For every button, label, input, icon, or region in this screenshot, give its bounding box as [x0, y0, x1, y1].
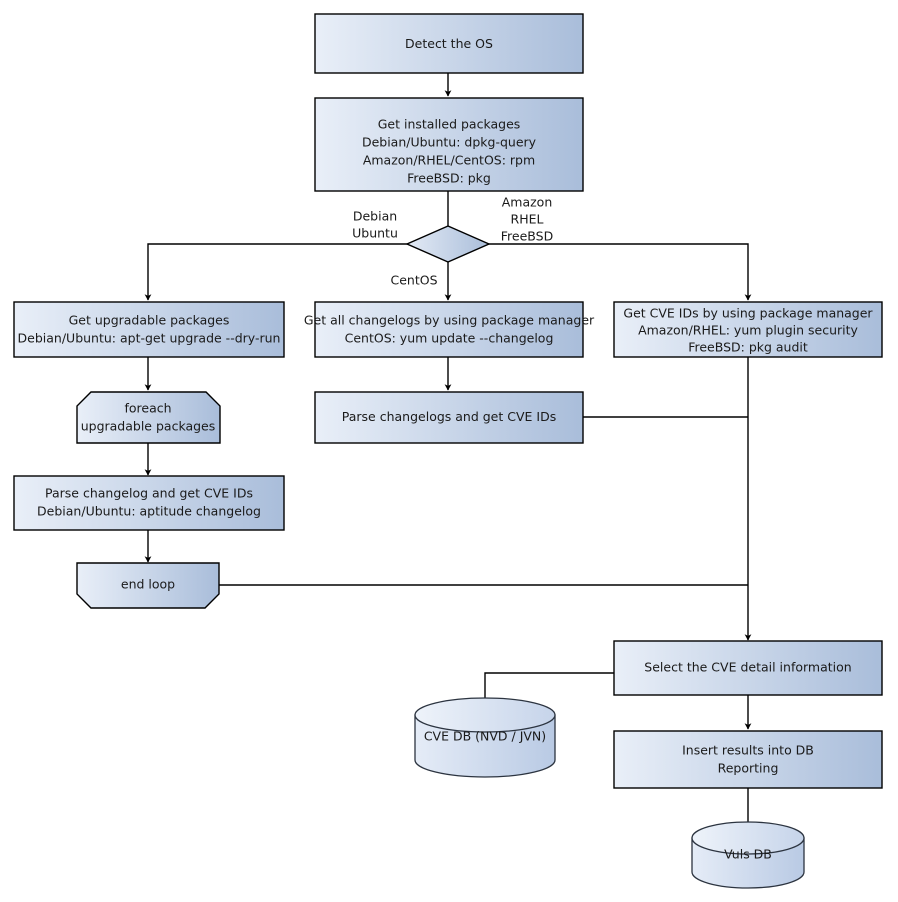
- edge-label-debian-ubuntu-line2: Ubuntu: [352, 226, 398, 241]
- node-get-installed-packages-line3: Amazon/RHEL/CentOS: rpm: [363, 153, 535, 168]
- node-insert-results-line1: Insert results into DB: [682, 743, 814, 758]
- node-parse-changelogs-multi[interactable]: Parse changelogs and get CVE IDs: [314, 391, 584, 444]
- node-insert-results[interactable]: Insert results into DB Reporting: [613, 730, 883, 789]
- node-select-cve-detail-label: Select the CVE detail information: [644, 660, 851, 675]
- node-get-all-changelogs[interactable]: Get all changelogs by using package mana…: [304, 301, 595, 358]
- edge-label-centos: CentOS: [390, 273, 437, 288]
- edge-selectcve-to-cvedb: [484, 672, 614, 708]
- node-get-cve-ids-pkgmgr[interactable]: Get CVE IDs by using package manager Ama…: [613, 301, 883, 358]
- connector-layer: [144, 73, 752, 828]
- edge-label-amazon-rhel-freebsd-line1: Amazon: [502, 195, 553, 210]
- edge-label-debian-ubuntu: Debian Ubuntu: [352, 209, 398, 241]
- node-get-cve-ids-pkgmgr-line1: Get CVE IDs by using package manager: [623, 306, 873, 321]
- node-vuls-db-label: Vuls DB: [724, 847, 772, 862]
- node-os-decision[interactable]: [405, 225, 491, 263]
- node-cve-db[interactable]: CVE DB (NVD / JVN): [414, 697, 556, 778]
- edge-label-amazon-rhel-freebsd-line2: RHEL: [511, 212, 544, 227]
- node-insert-results-line2: Reporting: [718, 761, 779, 776]
- node-detect-os[interactable]: Detect the OS: [314, 13, 584, 74]
- node-select-cve-detail[interactable]: Select the CVE detail information: [613, 640, 883, 696]
- edge-decision-to-upgradable: [144, 243, 408, 301]
- node-parse-changelogs-multi-label: Parse changelogs and get CVE IDs: [342, 409, 556, 424]
- node-get-installed-packages-line4: FreeBSD: pkg: [407, 171, 491, 186]
- node-end-loop[interactable]: end loop: [76, 562, 220, 609]
- node-get-installed-packages-line1: Get installed packages: [378, 117, 521, 132]
- node-get-all-changelogs-line1: Get all changelogs by using package mana…: [304, 313, 595, 328]
- node-detect-os-label: Detect the OS: [405, 36, 493, 51]
- node-get-cve-ids-pkgmgr-line3: FreeBSD: pkg audit: [688, 340, 808, 355]
- node-get-upgradable-packages-line2: Debian/Ubuntu: apt-get upgrade --dry-run: [18, 331, 281, 346]
- node-get-cve-ids-pkgmgr-line2: Amazon/RHEL: yum plugin security: [638, 323, 858, 338]
- node-foreach-loop[interactable]: foreach upgradable packages: [76, 391, 221, 444]
- node-end-loop-label: end loop: [121, 577, 175, 592]
- edge-label-amazon-rhel-freebsd: Amazon RHEL FreeBSD: [501, 195, 553, 244]
- node-get-upgradable-packages[interactable]: Get upgradable packages Debian/Ubuntu: a…: [13, 301, 285, 358]
- node-get-upgradable-packages-line1: Get upgradable packages: [69, 313, 230, 328]
- node-get-all-changelogs-line2: CentOS: yum update --changelog: [345, 331, 554, 346]
- edge-label-debian-ubuntu-line1: Debian: [353, 209, 397, 224]
- node-parse-changelog-single[interactable]: Parse changelog and get CVE IDs Debian/U…: [13, 475, 285, 531]
- edge-decision-to-cveids: [488, 243, 752, 301]
- node-foreach-loop-line2: upgradable packages: [81, 419, 216, 434]
- node-vuls-db[interactable]: Vuls DB: [691, 821, 805, 889]
- node-get-installed-packages-line2: Debian/Ubuntu: dpkg-query: [362, 135, 537, 150]
- node-parse-changelog-single-line2: Debian/Ubuntu: aptitude changelog: [37, 504, 261, 519]
- node-parse-changelog-single-line1: Parse changelog and get CVE IDs: [45, 486, 253, 501]
- node-get-installed-packages[interactable]: Get installed packages Debian/Ubuntu: dp…: [314, 97, 584, 192]
- node-cve-db-label: CVE DB (NVD / JVN): [424, 729, 546, 744]
- edge-label-amazon-rhel-freebsd-line3: FreeBSD: [501, 229, 553, 244]
- node-foreach-loop-line1: foreach: [124, 401, 171, 416]
